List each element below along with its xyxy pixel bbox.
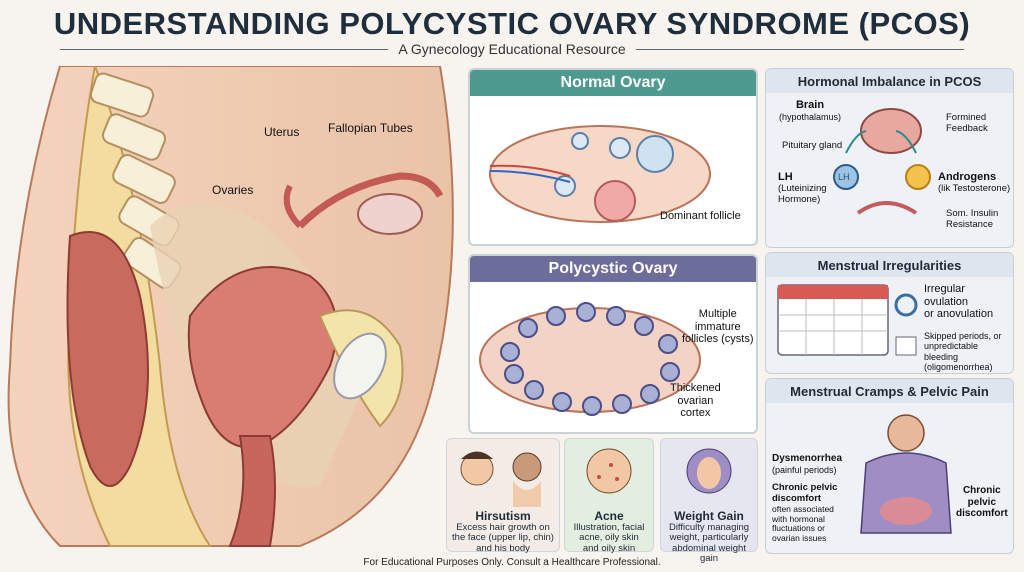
follicles-line2: immature	[694, 320, 741, 333]
chronic-left-desc2: with hormonal	[772, 513, 825, 524]
chronic-right-line3: discomfort	[956, 508, 1008, 519]
follicles-line3: follicles (cysts)	[682, 333, 754, 346]
label-thickened-cortex: Thickened ovarian cortex	[670, 382, 721, 420]
anatomy-illustration: Uterus Fallopian Tubes Ovaries	[0, 62, 470, 556]
brain-text: Brain	[795, 99, 825, 111]
skipped-line2: unpredictable bleeding	[924, 341, 979, 362]
label-androgens: Androgens (lik Testosterone)	[938, 171, 1010, 195]
weight-gain-illustration	[686, 448, 732, 494]
cortex-line3: cortex	[680, 407, 711, 420]
weight-gain-title: Weight Gain	[674, 509, 744, 523]
dysmenorrhea-sub: (painful periods)	[772, 464, 837, 475]
lh-line1: (Luteinizing	[778, 182, 827, 194]
hirsutism-title: Hirsutism	[475, 509, 531, 523]
feedback-line2: Feedback	[946, 122, 988, 134]
lh-line2: Hormone)	[778, 193, 821, 205]
subtitle-row: A Gynecology Educational Resource	[60, 40, 964, 58]
label-dysmenorrhea: Dysmenorrhea (painful periods)	[772, 453, 842, 475]
irregular-line3: or anovulation	[924, 308, 994, 321]
label-irregular-ovulation: Irregular ovulation or anovulation	[924, 283, 993, 321]
menstrual-irregularities-panel: Menstrual Irregularities Irregular ovula…	[765, 252, 1014, 374]
label-multiple-follicles: Multiple immature follicles (cysts)	[682, 308, 754, 346]
skipped-line1: Skipped periods, or	[924, 331, 1002, 341]
normal-ovary-title: Normal Ovary	[560, 74, 666, 91]
skipped-line3: (oligomenorrhea)	[924, 362, 993, 373]
hirsutism-desc2: the face (upper lip, chin)	[452, 532, 554, 544]
symptom-card-weight-gain: Weight Gain Difficulty managing weight, …	[660, 438, 758, 564]
follicles-line1: Multiple	[698, 308, 737, 320]
chronic-left-desc1: often associated	[772, 503, 834, 514]
chronic-left-line1: Chronic pelvic	[772, 482, 838, 493]
androgens-text: Androgens	[938, 171, 997, 183]
normal-ovary-header: Normal Ovary	[470, 70, 756, 96]
footer-disclaimer: For Educational Purposes Only. Consult a…	[363, 557, 661, 568]
label-brain: Brain (hypothalamus)	[770, 99, 850, 122]
divider	[635, 48, 964, 50]
irregular-line1: Irregular	[924, 283, 965, 295]
feedback-line1: Formined	[946, 112, 987, 123]
chronic-left-desc4: ovarian issues	[772, 533, 827, 544]
acne-title: Acne	[594, 509, 624, 523]
chronic-left-line2: discomfort	[772, 492, 822, 504]
symptom-card-hirsutism: Hirsutism Excess hair growth on the face…	[446, 438, 560, 554]
polycystic-ovary-illustration	[479, 302, 701, 416]
label-lh: LH (Luteinizing Hormone)	[778, 171, 827, 205]
page-subtitle: A Gynecology Educational Resource	[398, 41, 626, 57]
chronic-right-line2: pelvic	[967, 496, 997, 508]
weight-gain-desc2: weight, particularly	[669, 532, 749, 544]
hirsutism-desc1: Excess hair growth on	[456, 522, 550, 533]
hirsutism-desc: Excess hair growth on the face (upper li…	[451, 522, 555, 554]
hypothalamus-text: (hypothalamus)	[778, 111, 842, 122]
label-insulin: Som. Insulin Resistance	[946, 208, 999, 231]
label-chronic-right: Chronic pelvic discomfort	[956, 485, 1008, 520]
cramps-panel: Menstrual Cramps & Pelvic Pain Dysmenorr…	[765, 378, 1014, 554]
acne-desc3: and oily skin	[582, 542, 636, 554]
weight-gain-desc1: Difficulty managing	[668, 522, 750, 533]
label-chronic-left: Chronic pelvic discomfort often associat…	[772, 482, 838, 544]
weight-gain-desc3: abdominal weight gain	[672, 542, 746, 565]
label-uterus: Uterus	[264, 125, 300, 139]
menstrual-irregularities-header: Menstrual Irregularities	[766, 253, 1013, 277]
label-fallopian-tubes: Fallopian Tubes	[328, 121, 413, 135]
acne-desc: Illustration, facial acne, oily skin and…	[569, 522, 649, 554]
dysmenorrhea-text: Dysmenorrhea	[772, 453, 843, 464]
acne-desc1: Illustration, facial	[573, 522, 645, 533]
chronic-right-line1: Chronic	[962, 485, 1001, 496]
hormonal-cycle-illustration	[833, 108, 931, 215]
polycystic-ovary-panel: Polycystic Ovary Multiple immature folli…	[468, 254, 758, 434]
hirsutism-illustration	[460, 451, 542, 507]
weight-gain-desc: Difficulty managing weight, particularly…	[665, 522, 753, 565]
lh-text: LH	[778, 171, 793, 183]
polycystic-ovary-title: Polycystic Ovary	[548, 260, 678, 277]
insulin-line1: Som. Insulin	[946, 208, 999, 219]
symptom-card-acne: Acne Illustration, facial acne, oily ski…	[564, 438, 654, 554]
normal-ovary-panel: Normal Ovary Dominant follicle	[468, 68, 758, 246]
cramps-header: Menstrual Cramps & Pelvic Pain	[766, 379, 1013, 403]
cortex-line2: ovarian	[677, 394, 714, 407]
hormonal-header: Hormonal Imbalance in PCOS	[766, 69, 1013, 93]
label-pituitary: Pituitary gland	[782, 140, 843, 151]
hirsutism-desc3: and his body	[476, 542, 530, 554]
pelvis-cross-section	[7, 62, 454, 547]
insulin-line2: Resistance	[946, 218, 993, 230]
page-title: UNDERSTANDING POLYCYSTIC OVARY SYNDROME …	[53, 6, 971, 41]
hormonal-panel: Hormonal Imbalance in PCOS Brain (hypoth…	[765, 68, 1014, 248]
label-dominant-follicle: Dominant follicle	[660, 210, 741, 222]
irregular-line2: ovulation	[924, 295, 969, 308]
label-skipped-periods: Skipped periods, or unpredictable bleedi…	[924, 331, 1013, 372]
androgens-sub: (lik Testosterone)	[938, 182, 1011, 194]
pelvic-pain-illustration	[860, 414, 952, 534]
polycystic-ovary-header: Polycystic Ovary	[470, 256, 756, 282]
normal-ovary-illustration	[489, 125, 711, 223]
chronic-left-desc3: fluctuations or	[772, 523, 825, 534]
label-feedback: Formined Feedback	[946, 112, 988, 135]
acne-illustration	[586, 448, 632, 494]
cortex-line1: Thickened	[670, 382, 721, 394]
acne-desc2: acne, oily skin	[579, 532, 639, 544]
label-lh-icon: LH	[838, 172, 850, 182]
calendar-illustration	[777, 284, 918, 356]
label-ovaries: Ovaries	[212, 183, 254, 197]
divider	[60, 48, 389, 50]
